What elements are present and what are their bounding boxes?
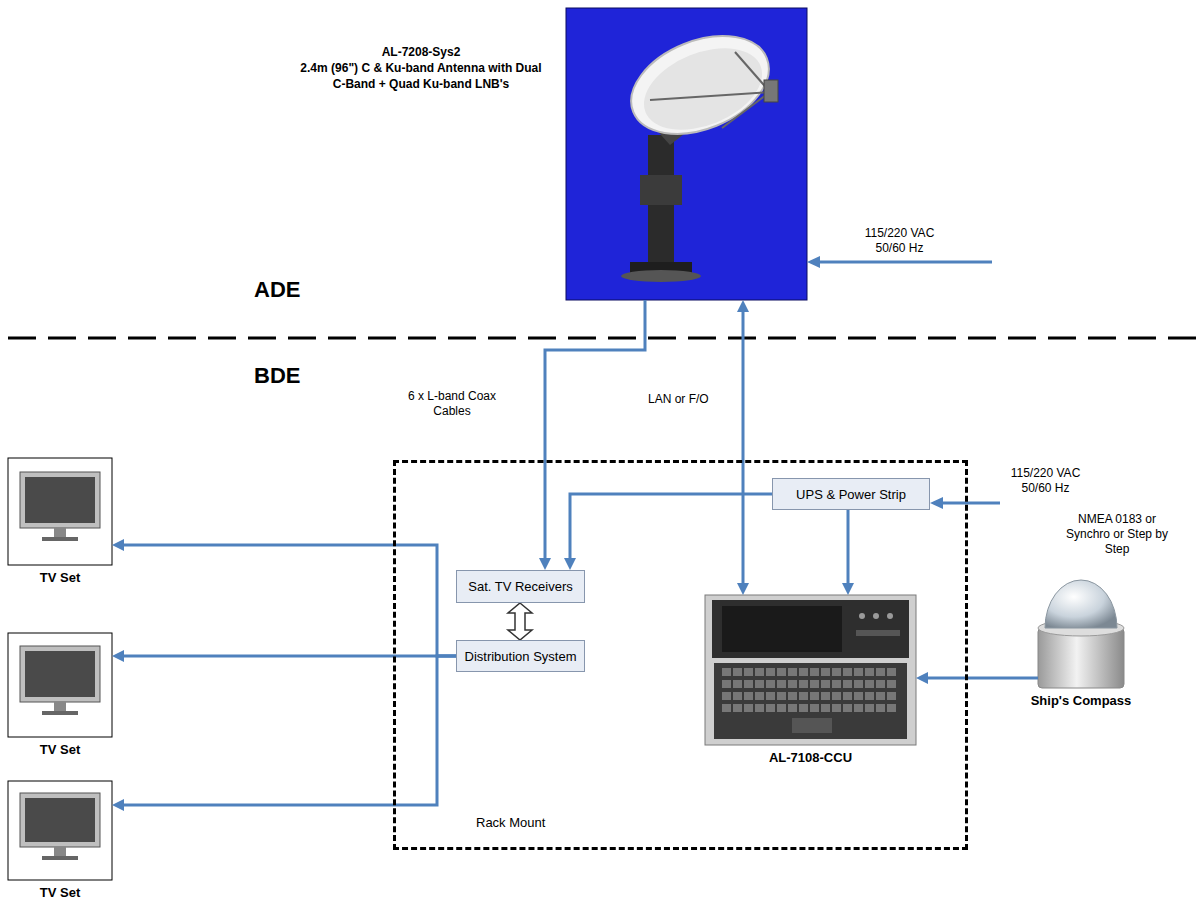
rack-enclosure: Rack Mount Sat. TV Receivers UPS & Power S…	[393, 460, 968, 850]
power-feed-arrow	[807, 256, 992, 268]
control-unit: AL-7108-CCU	[705, 595, 916, 745]
arrowhead	[112, 650, 124, 662]
antenna-illustration	[566, 8, 807, 300]
tv-set: TV Set	[8, 633, 112, 737]
connector	[916, 672, 1038, 684]
ship-compass: Ship's Compass	[1038, 577, 1124, 688]
zone-label: ADE	[254, 276, 334, 304]
connector	[112, 539, 456, 656]
connector-label: LAN or F/O	[648, 392, 728, 407]
connector-line	[742, 312, 745, 583]
box-label: UPS & Power Strip	[796, 487, 906, 502]
signal-label: NMEA 0183 or Synchro or Step by Step	[1062, 512, 1172, 557]
connector-line	[847, 510, 850, 583]
tv-illustration	[8, 458, 112, 565]
connector	[539, 300, 645, 570]
arrowhead	[564, 558, 576, 570]
node-label: AL-7108-CCU	[665, 750, 956, 765]
connector	[737, 300, 749, 595]
connector-line	[124, 545, 456, 656]
arrowhead	[112, 539, 124, 551]
power-label: 115/220 VAC 50/60 Hz	[998, 466, 1093, 496]
tv-illustration	[8, 633, 112, 737]
model-name: AL-7208-Sys2	[296, 44, 546, 60]
double-arrow	[508, 603, 532, 640]
compass-illustration	[1038, 580, 1124, 688]
connector-label: 6 x L-band Coax Cables	[396, 389, 508, 419]
tv-set: TV Set	[8, 781, 112, 880]
connector-line	[124, 655, 456, 658]
connector-line	[124, 656, 456, 805]
node-label: Ship's Compass	[998, 693, 1164, 708]
box-label: Sat. TV Receivers	[468, 579, 573, 594]
box-label: Distribution System	[465, 649, 577, 664]
connector	[112, 656, 456, 811]
process-box: Distribution System	[456, 640, 585, 672]
arrowhead	[112, 799, 124, 811]
satellite-antenna: AL-7208-Sys22.4m (96") C & Ku-band Anten…	[566, 8, 807, 300]
tv-set: TV Set	[8, 458, 112, 565]
arrowhead	[842, 583, 854, 595]
power-label: 115/220 VAC 50/60 Hz	[852, 226, 947, 256]
node-label: TV Set	[0, 570, 120, 585]
node-label: Rack Mount	[476, 815, 545, 830]
ade-bde-divider	[8, 337, 1198, 340]
node-label: TV Set	[0, 885, 120, 900]
connector-line	[928, 677, 1038, 680]
connector	[508, 603, 532, 640]
power-feed-arrow	[930, 497, 1000, 509]
computer-illustration	[705, 595, 916, 745]
arrowhead	[737, 300, 749, 312]
tv-illustration	[8, 781, 112, 880]
connector	[112, 650, 456, 662]
process-box: UPS & Power Strip	[772, 478, 930, 510]
model-description: 2.4m (96") C & Ku-band Antenna with Dual…	[296, 60, 546, 92]
arrowhead	[737, 583, 749, 595]
arrowhead	[539, 558, 551, 570]
zone-label: BDE	[254, 362, 334, 390]
process-box: Sat. TV Receivers	[456, 570, 585, 603]
antenna-caption: AL-7208-Sys22.4m (96") C & Ku-band Anten…	[296, 44, 546, 93]
connector	[842, 510, 854, 595]
connector-line	[545, 300, 645, 558]
arrowhead	[916, 672, 928, 684]
connector-line	[570, 494, 772, 558]
connector	[564, 494, 772, 570]
node-label: TV Set	[0, 742, 120, 757]
